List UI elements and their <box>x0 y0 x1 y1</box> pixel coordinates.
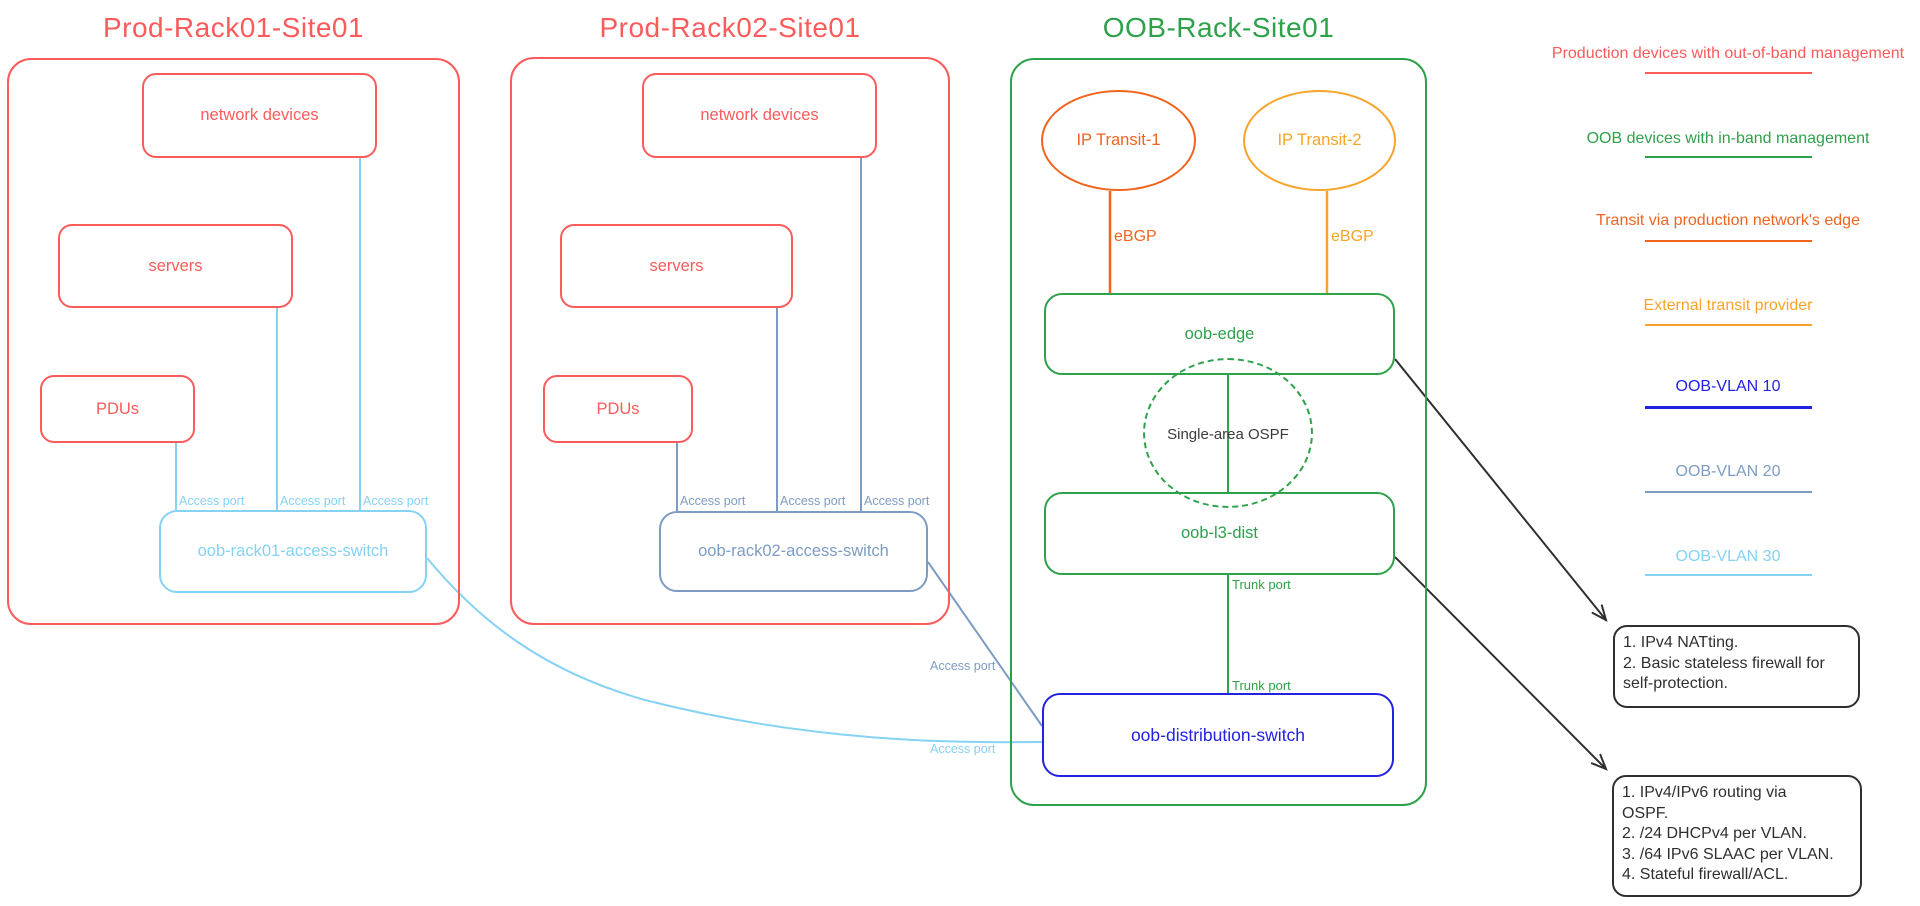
note2-line3: 2. /24 DHCPv4 per VLAN. <box>1622 825 1807 842</box>
legend-vlan10: OOB-VLAN 10 <box>1675 378 1781 395</box>
oob-rack-title: OOB-Rack-Site01 <box>1102 12 1335 43</box>
rack2-network-devices-node: network devices <box>642 73 877 158</box>
trunk-port-label-1: Trunk port <box>1232 577 1291 592</box>
rack1-pdus-node: PDUs <box>40 375 195 443</box>
rack2-access-port-label-3: Access port <box>864 494 930 508</box>
rack1-access-port-label-2: Access port <box>280 494 346 508</box>
rack1-servers-node: servers <box>58 224 293 308</box>
oob-rack-container <box>1010 58 1427 806</box>
rack1-access-port-label-3: Access port <box>363 494 429 508</box>
rack2-servers-node: servers <box>560 224 793 308</box>
edge-functions-note: 1. IPv4 NATting. 2. Basic stateless fire… <box>1613 625 1860 708</box>
trunk-port-label-2: Trunk port <box>1232 678 1291 693</box>
ospf-area-label: Single-area OSPF <box>1167 426 1289 443</box>
ebgp-label-1: eBGP <box>1114 228 1157 245</box>
legend-external-provider: External transit provider <box>1643 297 1813 314</box>
rack2-uplink-access-port-label: Access port <box>930 659 996 673</box>
legend-line-vlan30 <box>1645 574 1812 576</box>
legend-line-transit-edge <box>1645 240 1812 242</box>
rack2-access-port-label-1: Access port <box>680 494 746 508</box>
legend-vlan30: OOB-VLAN 30 <box>1675 548 1781 565</box>
note1-line3: self-protection. <box>1623 675 1728 692</box>
legend-line-oob <box>1645 156 1812 158</box>
legend-line-vlan10 <box>1645 406 1812 409</box>
l3dist-functions-note: 1. IPv4/IPv6 routing via OSPF. 2. /24 DH… <box>1612 775 1862 897</box>
legend-line-production <box>1645 72 1812 74</box>
ospf-area-circle <box>1143 358 1313 508</box>
oob-distribution-switch-node: oob-distribution-switch <box>1042 693 1394 777</box>
rack1-uplink-access-port-label: Access port <box>930 742 996 756</box>
rack2-access-switch-node: oob-rack02-access-switch <box>659 511 928 592</box>
legend-vlan20: OOB-VLAN 20 <box>1675 463 1781 480</box>
note1-line1: 1. IPv4 NATting. <box>1623 634 1739 651</box>
note1-line2: 2. Basic stateless firewall for <box>1623 654 1825 672</box>
note2-line1: 1. IPv4/IPv6 routing via <box>1622 784 1787 801</box>
rack1-container <box>7 58 460 625</box>
legend-line-external-provider <box>1645 324 1812 326</box>
rack1-access-port-label-1: Access port <box>179 494 245 508</box>
note2-line4: 3. /64 IPv6 SLAAC per VLAN. <box>1622 845 1834 863</box>
rack2-access-port-label-2: Access port <box>780 494 846 508</box>
note2-line5: 4. Stateful firewall/ACL. <box>1622 866 1789 883</box>
legend-transit-edge: Transit via production network's edge <box>1596 212 1860 229</box>
rack1-network-devices-node: network devices <box>142 73 377 158</box>
legend-oob-devices: OOB devices with in-band management <box>1586 130 1870 147</box>
legend-line-vlan20 <box>1645 491 1812 493</box>
legend-production-devices: Production devices with out-of-band mana… <box>1551 45 1905 62</box>
rack2-pdus-node: PDUs <box>543 375 693 443</box>
rack1-title: Prod-Rack01-Site01 <box>102 12 365 43</box>
rack2-container <box>510 57 950 625</box>
oob-l3-dist-node: oob-l3-dist <box>1044 492 1395 575</box>
rack2-title: Prod-Rack02-Site01 <box>599 12 861 43</box>
ebgp-label-2: eBGP <box>1331 228 1374 245</box>
ip-transit-1-node: IP Transit-1 <box>1041 90 1196 191</box>
ip-transit-2-node: IP Transit-2 <box>1243 90 1396 191</box>
rack1-access-switch-node: oob-rack01-access-switch <box>159 510 427 593</box>
note2-line2: OSPF. <box>1622 804 1669 822</box>
